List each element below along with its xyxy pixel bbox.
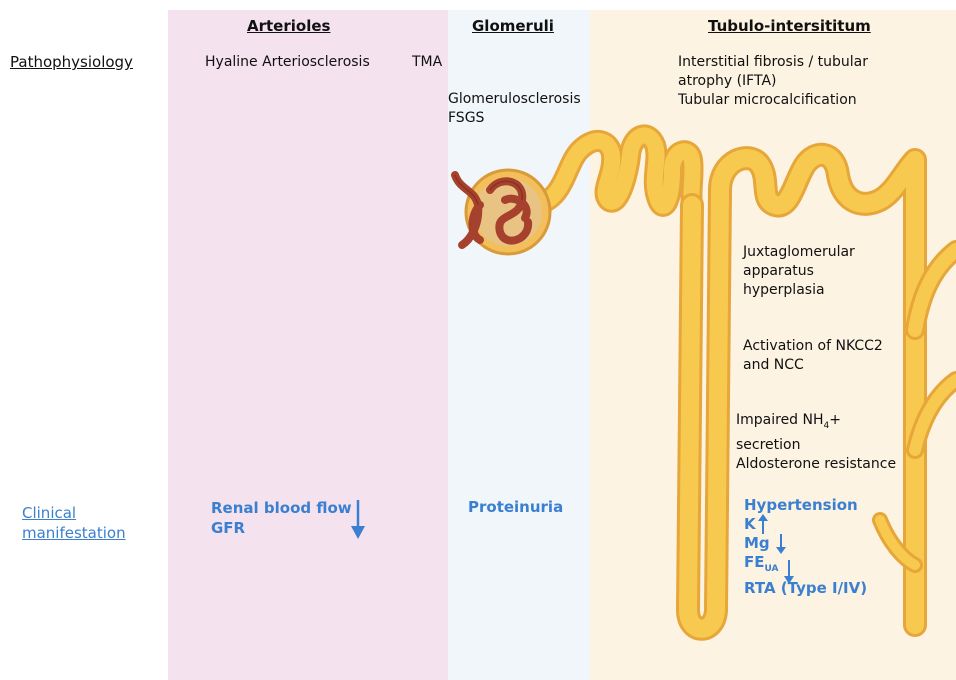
row-label-clinical-manifestation: Clinical manifestation xyxy=(22,503,126,543)
gfr: GFR xyxy=(211,518,352,538)
arrow-down-icon xyxy=(776,534,786,554)
ifta-line1: Interstitial fibrosis / tubular xyxy=(678,53,868,72)
nkcc-line1: Activation of NKCC2 xyxy=(743,337,883,356)
fe: FE xyxy=(744,553,765,571)
magnesium-line: Mg xyxy=(744,534,867,553)
ifta-block: Interstitial fibrosis / tubular atrophy … xyxy=(678,53,868,110)
glomerulosclerosis-block: Glomerulosclerosis FSGS xyxy=(448,90,581,128)
jga-line1: Juxtaglomerular xyxy=(743,243,855,262)
renal-blood-flow: Renal blood flow xyxy=(211,498,352,518)
row-label-pathophysiology: Pathophysiology xyxy=(10,53,133,72)
arrow-down-icon xyxy=(350,500,366,540)
nh4-aldosterone-block: Impaired NH4+ secretion Aldosterone resi… xyxy=(736,411,896,474)
jga-line2: apparatus xyxy=(743,262,855,281)
clinical-label-line1: Clinical xyxy=(22,503,126,523)
tubular-clinical-block: Hypertension K Mg FEUA RTA (Type I/IV) xyxy=(744,496,867,598)
tubular-microcalcification: Tubular microcalcification xyxy=(678,91,868,110)
header-glomeruli: Glomeruli xyxy=(472,17,554,36)
nkcc2-ncc-block: Activation of NKCC2 and NCC xyxy=(743,337,883,375)
arrow-down-icon xyxy=(784,560,794,584)
rbf-gfr-block: Renal blood flow GFR xyxy=(211,498,352,538)
aldosterone-resistance: Aldosterone resistance xyxy=(736,455,896,474)
nh4-plus: + xyxy=(829,412,841,428)
header-tubulo-interstitium: Tubulo-intersititum xyxy=(708,17,871,36)
hypertension: Hypertension xyxy=(744,496,867,515)
magnesium: Mg xyxy=(744,534,770,552)
nkcc-line2: and NCC xyxy=(743,356,883,375)
potassium: K xyxy=(744,515,756,533)
nh4-line2: secretion xyxy=(736,436,896,455)
clinical-label-line2: manifestation xyxy=(22,523,126,543)
fsgs: FSGS xyxy=(448,109,581,128)
tma-label: TMA xyxy=(412,53,442,72)
jga-line3: hyperplasia xyxy=(743,281,855,300)
hyaline-arteriosclerosis: Hyaline Arteriosclerosis xyxy=(205,53,370,72)
arrow-up-icon xyxy=(758,514,768,534)
fe-subscript: UA xyxy=(765,564,779,574)
fe-ua-line: FEUA xyxy=(744,553,867,579)
nh4-text: Impaired NH xyxy=(736,412,824,428)
jga-hyperplasia-block: Juxtaglomerular apparatus hyperplasia xyxy=(743,243,855,300)
header-arterioles: Arterioles xyxy=(247,17,330,36)
glomerulosclerosis: Glomerulosclerosis xyxy=(448,90,581,109)
ifta-line2: atrophy (IFTA) xyxy=(678,72,868,91)
nh4-line1: Impaired NH4+ xyxy=(736,411,896,436)
proteinuria: Proteinuria xyxy=(468,498,563,517)
rta-type: RTA (Type I/IV) xyxy=(744,579,867,598)
